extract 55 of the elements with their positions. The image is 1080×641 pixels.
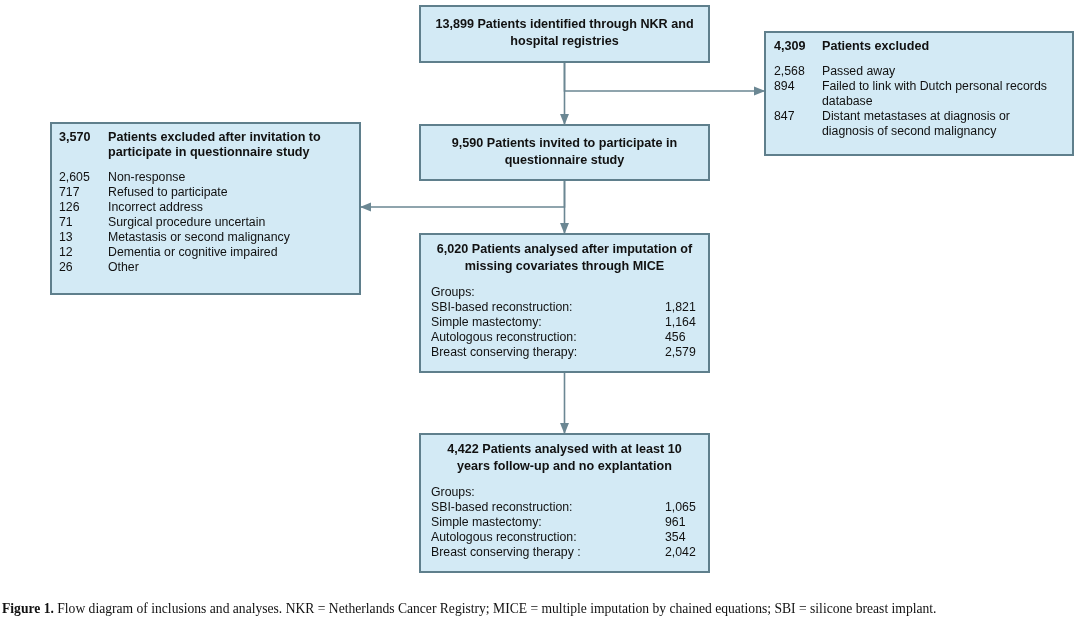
group-count: 961 xyxy=(665,515,686,530)
group-count: 2,042 xyxy=(665,545,696,560)
count: 717 xyxy=(59,185,81,200)
arrow xyxy=(563,62,766,96)
group-count: 1,065 xyxy=(665,500,696,515)
group-count: 456 xyxy=(665,330,686,345)
box-heading: 6,020 Patients analysed after imputation of missing covariates through MICE xyxy=(435,241,694,275)
heading-count: 4,309 xyxy=(774,39,807,54)
count: 71 xyxy=(59,215,74,230)
exclusion-reason: Passed away xyxy=(822,64,897,79)
group-name: Simple mastectomy: xyxy=(431,315,543,330)
heading-count: 3,570 xyxy=(59,130,92,146)
exclusion-reason: Refused to participate xyxy=(108,185,229,200)
count: 13 xyxy=(59,230,74,245)
group-count: 354 xyxy=(665,530,686,545)
count: 847 xyxy=(774,109,796,125)
group-label: Groups: xyxy=(431,285,476,300)
process-box xyxy=(419,433,710,573)
count: 126 xyxy=(59,200,81,215)
group-count: 1,821 xyxy=(665,300,696,315)
process-box xyxy=(419,233,710,373)
group-name: Simple mastectomy: xyxy=(431,515,543,530)
box-heading: Patients excluded xyxy=(822,39,931,54)
box-heading: 4,422 Patients analysed with at least 10 years follow-up and no explantation xyxy=(446,441,683,475)
count: 894 xyxy=(774,79,796,95)
count: 12 xyxy=(59,245,74,260)
group-count: 1,164 xyxy=(665,315,696,330)
figure-caption: Figure 1. Flow diagram of inclusions and analyses. NKR = Netherlands Cancer Registry; MICE = multiple imputation by chained equations; SBI = silicone breast implant. xyxy=(2,600,938,618)
count: 26 xyxy=(59,260,74,275)
box-heading: Patients excluded after invitation to participate in questionnaire study xyxy=(108,130,322,160)
group-name: Autologous reconstruction: xyxy=(431,530,578,545)
group-name: Breast conserving therapy : xyxy=(431,545,582,560)
arrow xyxy=(560,372,569,435)
process-box xyxy=(50,122,361,295)
exclusion-reason: Metastasis or second malignancy xyxy=(108,230,291,245)
exclusion-reason: Dementia or cognitive impaired xyxy=(108,245,279,260)
box-heading: 9,590 Patients invited to participate in questionnaire study xyxy=(450,135,679,169)
exclusion-reason: Failed to link with Dutch personal records database xyxy=(822,79,1048,109)
group-name: Autologous reconstruction: xyxy=(431,330,578,345)
group-name: SBI-based reconstruction: xyxy=(431,300,574,315)
exclusion-reason: Incorrect address xyxy=(108,200,204,215)
count: 2,568 xyxy=(774,64,806,79)
process-box xyxy=(419,124,710,181)
count: 2,605 xyxy=(59,170,91,185)
exclusion-reason: Non-response xyxy=(108,170,187,185)
process-box xyxy=(764,31,1074,156)
box-heading: 13,899 Patients identified through NKR and hospital registries xyxy=(434,16,695,50)
exclusion-reason: Other xyxy=(108,260,140,275)
group-count: 2,579 xyxy=(665,345,696,360)
exclusion-reason: Distant metastases at diagnosis or diagnosis of second malignancy xyxy=(822,109,1011,139)
group-label: Groups: xyxy=(431,485,476,500)
process-box xyxy=(419,5,710,63)
group-name: Breast conserving therapy: xyxy=(431,345,579,360)
exclusion-reason: Surgical procedure uncertain xyxy=(108,215,267,230)
group-name: SBI-based reconstruction: xyxy=(431,500,574,515)
